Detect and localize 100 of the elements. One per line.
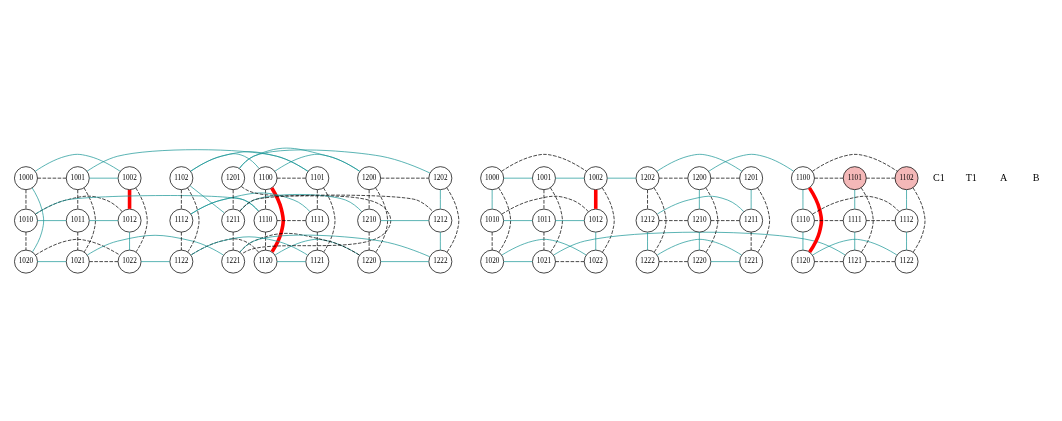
connector <box>807 186 824 254</box>
connector <box>657 195 745 215</box>
connector <box>265 231 266 251</box>
connector <box>37 220 67 221</box>
connector <box>501 238 587 256</box>
connector <box>812 153 898 172</box>
connector <box>190 192 311 215</box>
connector <box>906 231 907 251</box>
connector <box>31 187 44 253</box>
connector <box>276 261 307 262</box>
connector <box>323 187 336 253</box>
connector <box>501 195 589 215</box>
connector <box>25 189 27 210</box>
connector <box>239 149 431 174</box>
connector <box>750 189 752 210</box>
connector <box>812 195 900 215</box>
connector <box>503 220 533 221</box>
connector <box>553 231 846 256</box>
label: C1 <box>933 171 945 183</box>
connector <box>593 189 598 209</box>
connector <box>375 187 388 253</box>
connector <box>708 153 795 172</box>
connector <box>812 238 898 256</box>
connector <box>656 153 743 172</box>
connector <box>595 231 597 251</box>
connector <box>83 187 96 253</box>
connector <box>606 177 637 179</box>
connector <box>705 187 719 253</box>
connector <box>710 220 740 221</box>
connector <box>181 231 182 251</box>
connector <box>86 149 309 172</box>
connector <box>699 231 700 251</box>
connector <box>380 261 430 262</box>
connector <box>757 187 770 253</box>
connector <box>860 187 874 253</box>
connector <box>802 189 804 210</box>
connector <box>653 187 667 253</box>
connector <box>380 177 430 179</box>
connector <box>658 261 689 262</box>
connector <box>276 220 307 221</box>
connector <box>140 261 171 262</box>
connector <box>498 187 511 253</box>
connector <box>814 220 844 221</box>
connector <box>912 187 926 253</box>
connector <box>190 151 309 172</box>
connector <box>265 189 266 210</box>
connector <box>802 231 804 251</box>
connector <box>555 177 585 179</box>
connector <box>865 220 896 221</box>
connector <box>543 231 545 251</box>
connector <box>647 231 648 251</box>
connector <box>187 187 200 253</box>
connector <box>35 195 259 215</box>
connector <box>750 231 752 251</box>
connector <box>865 177 896 179</box>
connector <box>658 220 689 221</box>
connector <box>189 185 225 214</box>
connector <box>25 231 27 251</box>
connector <box>446 187 460 253</box>
connector <box>135 187 148 253</box>
connector <box>368 189 370 210</box>
connector <box>35 195 123 215</box>
connector <box>368 231 370 251</box>
connector <box>77 231 79 251</box>
connector <box>503 261 533 262</box>
connector <box>440 231 441 251</box>
label: A <box>1000 171 1008 183</box>
connector <box>555 220 585 221</box>
connector <box>77 189 79 210</box>
label: B <box>1032 171 1040 183</box>
connector <box>906 189 907 210</box>
connector <box>37 261 67 262</box>
connector <box>710 261 740 262</box>
connector <box>88 261 119 262</box>
connector <box>239 194 434 212</box>
connector <box>87 234 224 256</box>
connector <box>550 187 563 253</box>
connector <box>270 187 285 253</box>
connector <box>865 261 896 262</box>
connector <box>35 238 121 256</box>
connector <box>88 220 119 221</box>
connector <box>601 187 615 253</box>
label: T1 <box>965 171 977 183</box>
connector <box>501 153 587 172</box>
connector <box>127 189 132 209</box>
connector <box>854 231 856 251</box>
connector <box>854 189 856 210</box>
connector <box>276 177 307 179</box>
connector <box>37 177 67 179</box>
connector <box>316 189 318 210</box>
connector <box>129 231 130 251</box>
connector <box>181 189 182 210</box>
connector <box>814 261 844 262</box>
connector <box>440 189 441 210</box>
connector <box>232 231 234 251</box>
connector <box>699 189 700 210</box>
connector <box>555 261 585 262</box>
connector <box>491 231 493 251</box>
connector <box>710 177 740 179</box>
connector <box>88 177 119 179</box>
